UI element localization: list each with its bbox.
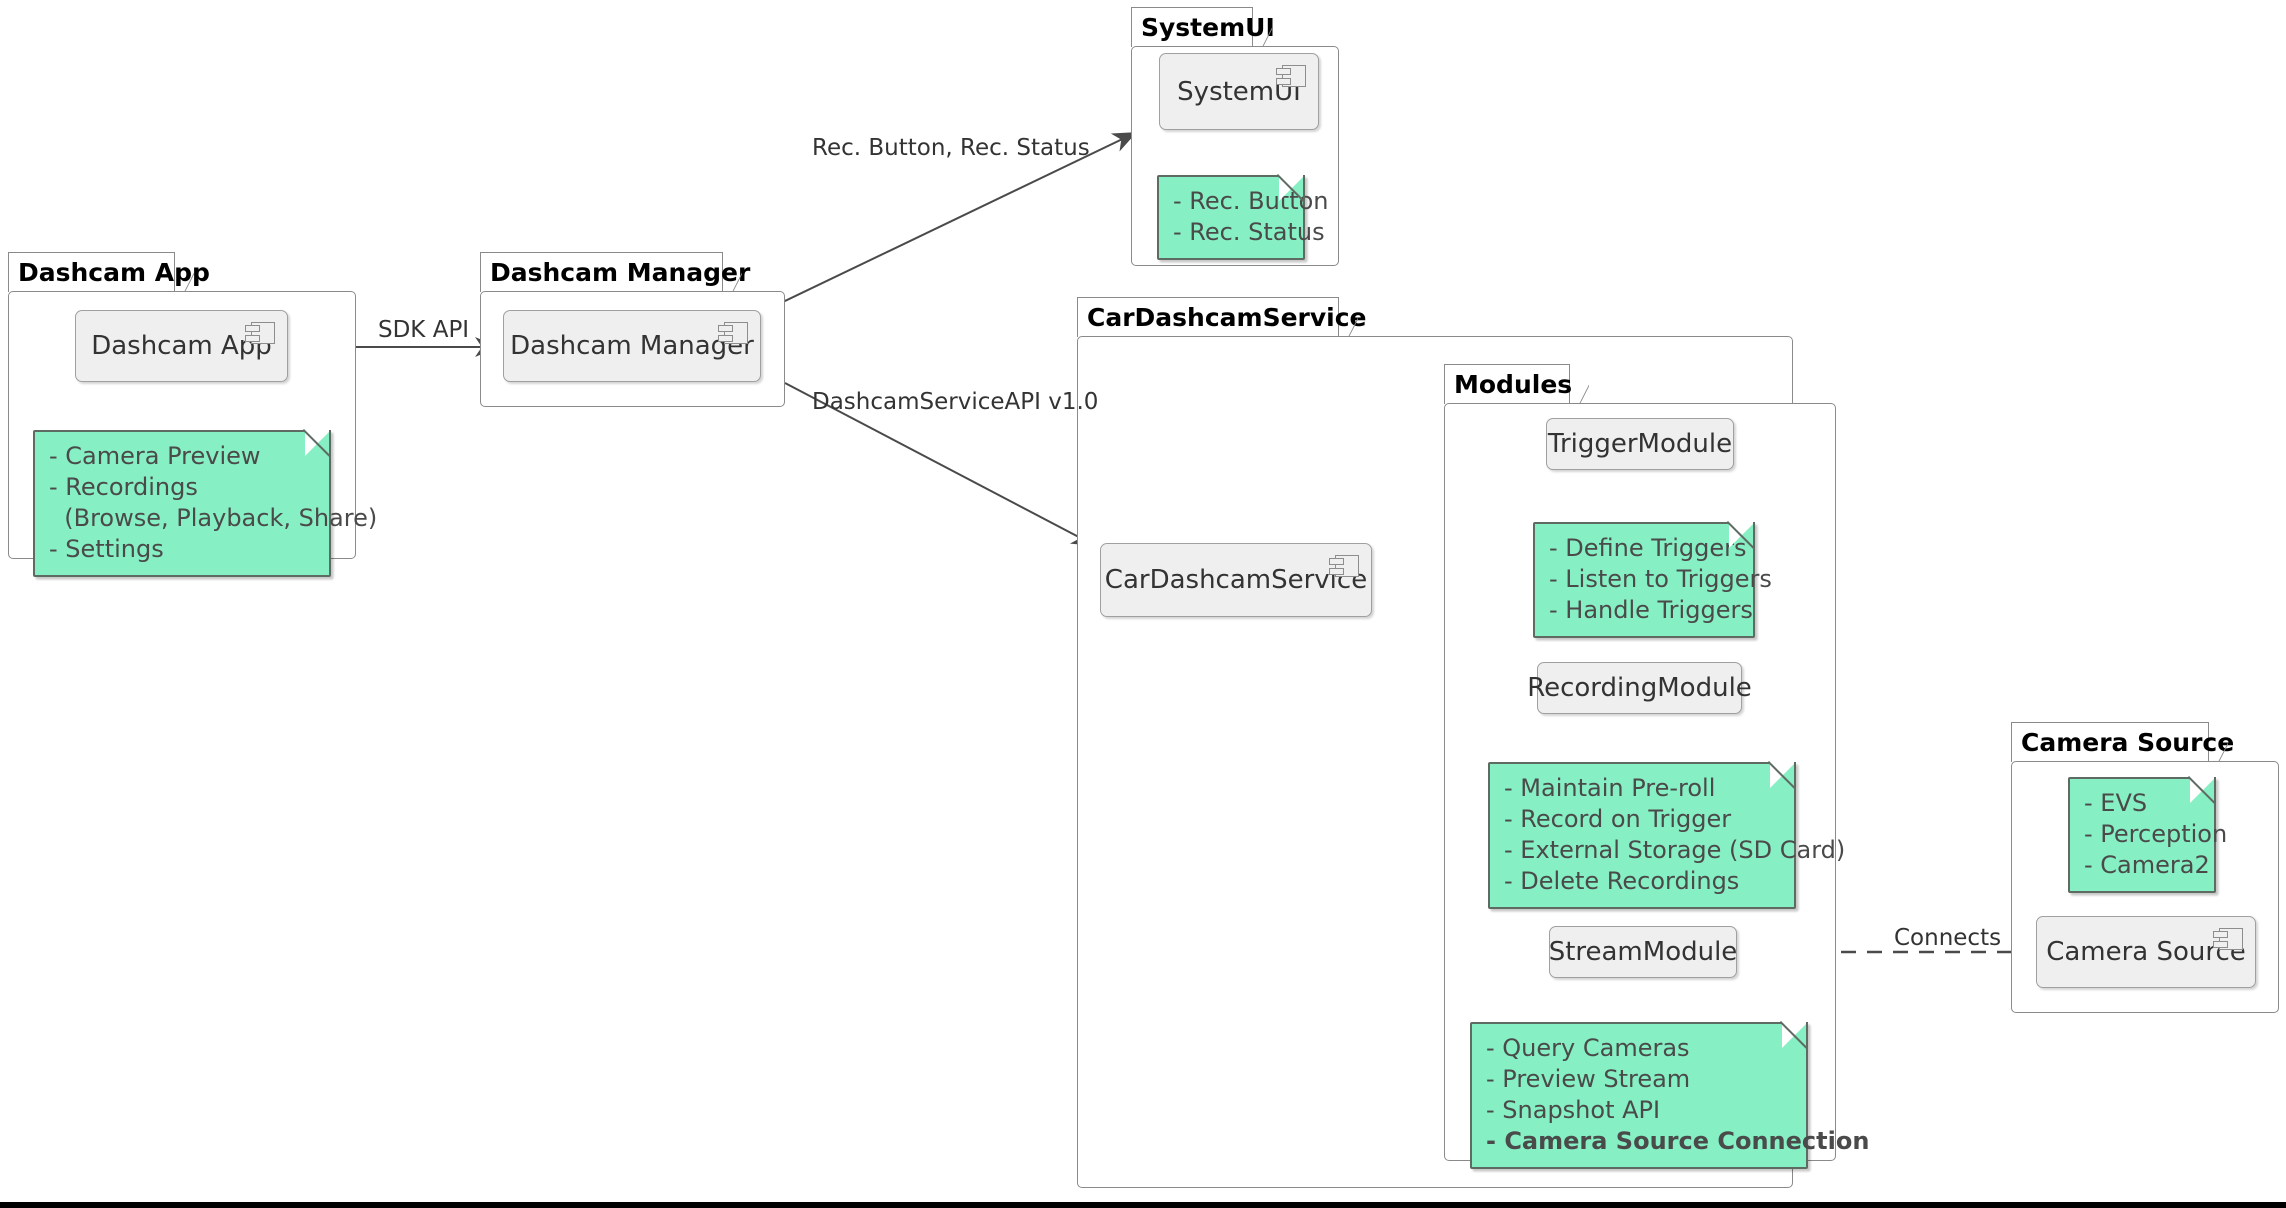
component-recording-module-label: RecordingModule [1527,673,1752,703]
package-dashcam-manager-label: Dashcam Manager [490,258,751,287]
note-line: - External Storage (SD Card) [1504,835,1846,864]
bottom-border [0,1202,2286,1208]
edge-label-rec-button-status: Rec. Button, Rec. Status [812,135,1090,161]
component-icon [718,322,748,344]
note-line: - Maintain Pre-roll [1504,774,1716,802]
component-stream-module-label: StreamModule [1548,937,1738,967]
component-icon [2213,928,2243,950]
note-line: (Browse, Playback, Share) [49,503,378,532]
component-system-ui[interactable]: SystemUI [1159,53,1319,130]
component-dashcam-manager-label: Dashcam Manager [510,331,754,361]
note-line: - Rec. Button [1173,187,1329,215]
note-line: - Handle Triggers [1549,595,1753,624]
component-stream-module[interactable]: StreamModule [1549,926,1737,978]
note-line: - Preview Stream [1486,1064,1691,1093]
package-dashcam-manager-tab: Dashcam Manager [480,252,750,292]
component-icon [1329,555,1359,577]
component-car-dashcam-service-label: CarDashcamService [1104,565,1368,595]
note-dogear-icon [1726,521,1755,550]
component-car-dashcam-service[interactable]: CarDashcamService [1100,543,1372,617]
folder-tab-slant [1336,297,1358,338]
note-system-ui: - Rec. Button - Rec. Status [1157,174,1329,260]
note-dogear-icon [1276,174,1305,203]
note-line: - Query Cameras [1486,1034,1690,1062]
note-recording-module: - Maintain Pre-roll - Record on Trigger … [1488,761,1846,909]
note-bold-text: - Camera Source Connection [1486,1126,1870,1155]
folder-tab-slant [172,252,194,293]
package-dashcam-app-tab: Dashcam App [8,252,210,292]
component-icon [245,322,275,344]
edge-label-dashcam-service-api: DashcamServiceAPI v1.0 [812,389,1099,415]
package-car-dashcam-service-tab: CarDashcamService [1077,297,1367,337]
component-trigger-module[interactable]: TriggerModule [1546,418,1734,470]
note-dogear-icon [302,429,331,458]
folder-tab-slant [720,252,742,293]
folder-tab-slant [1567,364,1589,405]
package-modules-tab: Modules [1444,364,1573,404]
package-system-ui-tab: SystemUI [1131,7,1275,47]
note-line-bold: - Camera Source Connection [1486,1126,1869,1157]
note-line: - Rec. Status [1173,217,1325,246]
note-line: - Recordings [49,472,198,501]
component-icon [1276,65,1306,87]
component-dashcam-app-label: Dashcam App [91,331,272,361]
note-line: - Delete Recordings [1504,866,1740,895]
note-trigger-module: - Define Triggers - Listen to Triggers -… [1533,521,1772,638]
note-line: - EVS [2084,789,2148,817]
package-modules-label: Modules [1454,370,1573,399]
folder-tab-slant [1250,7,1272,48]
note-line: - Settings [49,534,164,563]
component-recording-module[interactable]: RecordingModule [1527,662,1752,714]
folder-tab-slant [2206,722,2228,763]
component-trigger-module-label: TriggerModule [1547,429,1733,459]
edge-label-sdk-api: SDK API [378,317,470,343]
note-dogear-icon [2187,776,2216,805]
note-line: - Record on Trigger [1504,804,1732,833]
package-camera-source-tab: Camera Source [2011,722,2234,762]
component-camera-source[interactable]: Camera Source [2036,916,2256,988]
note-line: - Camera2 [2084,850,2210,879]
component-dashcam-manager[interactable]: Dashcam Manager [503,310,761,382]
note-dogear-icon [1767,761,1796,790]
note-stream-module: - Query Cameras - Preview Stream - Snaps… [1470,1021,1869,1169]
note-line: - Listen to Triggers [1549,564,1772,593]
note-line: - Perception [2084,819,2228,848]
note-line: - Define Triggers [1549,534,1747,562]
package-car-dashcam-service-label: CarDashcamService [1087,303,1367,332]
note-line: - Snapshot API [1486,1095,1661,1124]
component-dashcam-app[interactable]: Dashcam App [75,310,288,382]
note-dogear-icon [1779,1021,1808,1050]
note-line: - Camera Preview [49,442,261,470]
note-dashcam-app: - Camera Preview - Recordings (Browse, P… [33,429,378,577]
package-camera-source-label: Camera Source [2021,728,2235,757]
component-camera-source-label: Camera Source [2046,937,2246,967]
note-camera-source: - EVS - Perception - Camera2 [2068,776,2228,893]
edge-label-connects: Connects [1894,925,2002,951]
